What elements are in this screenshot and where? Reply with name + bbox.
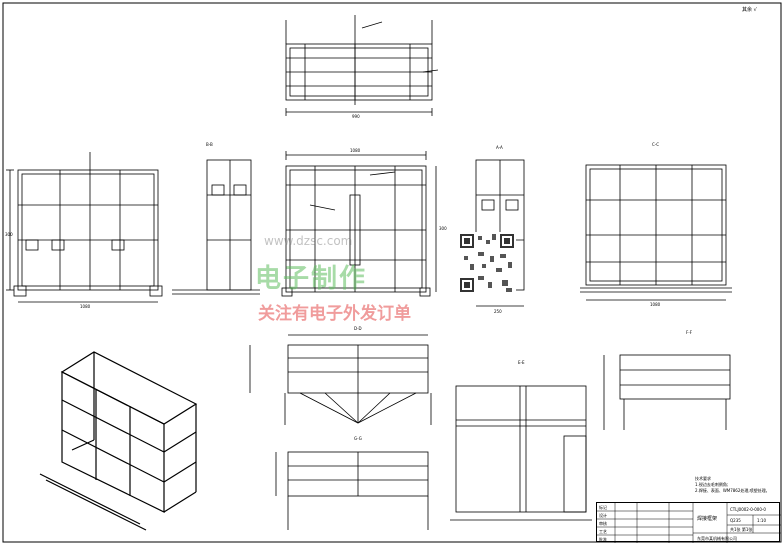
qr-code-icon: [458, 232, 516, 294]
center-width-dim: 1080: [350, 148, 361, 153]
cc-label: C-C: [652, 142, 659, 147]
isometric-view: [39, 351, 198, 531]
bb-label: B-B: [206, 142, 213, 147]
tb-part-name: 焊接框架: [697, 516, 718, 522]
notes-line-2: 2.焊接、表面、WM7862处理,喷塑处理。: [695, 488, 770, 493]
gg-view: G-G: [275, 436, 429, 530]
tb-row-2: 设计: [599, 513, 607, 518]
tb-scale: 1:10: [757, 518, 766, 523]
tb-company: 东莞市某机械有限公司: [697, 536, 737, 541]
dd-view: D-D: [249, 326, 432, 425]
side-width-dim: 250: [494, 309, 502, 314]
technical-notes: 技术要求 1.锐边去毛刺倒角; 2.焊接、表面、WM7862处理,喷塑处理。: [695, 476, 770, 494]
center-view: 1080 300: [281, 148, 447, 297]
aa-label: A-A: [496, 145, 503, 150]
tb-sheet: 共1张 第1张: [730, 527, 753, 532]
ff-view: F-F: [603, 330, 731, 430]
bb-view: B-B: [172, 142, 260, 295]
tb-row-1: 标记: [599, 505, 607, 510]
ee-view: E-E: [450, 360, 592, 521]
tb-drawing-number: CTLJ0002-0-000-0: [730, 507, 766, 512]
center-height-dim: 300: [439, 226, 447, 231]
ee-label: E-E: [518, 360, 525, 365]
cc-view: C-C 1080: [580, 142, 732, 307]
front-view: 1080 300: [5, 152, 163, 309]
tb-row-3: 审核: [599, 521, 607, 526]
ff-label: F-F: [686, 330, 693, 335]
tb-row-5: 批准: [599, 537, 607, 542]
watermark-url: www.dzsc.com: [264, 234, 353, 248]
watermark-main: 电子制作: [255, 264, 368, 294]
notes-title: 技术要求: [695, 476, 711, 481]
title-block-grid: [597, 503, 781, 543]
top-width-dim: 990: [352, 114, 360, 119]
front-height-dim: 300: [5, 232, 13, 237]
notes-line-1: 1.锐边去毛刺倒角;: [695, 482, 729, 487]
roughness-label: 其余: [742, 7, 753, 13]
dd-label: D-D: [354, 326, 362, 331]
front-width-dim: 1080: [80, 304, 91, 309]
title-block: 标记 设计 审核 工艺 批准 焊接框架 CTLJ0002-0-000-0 Q23…: [596, 502, 781, 543]
top-view: 990: [285, 15, 439, 119]
watermark-sub: 关注有电子外发订单: [258, 304, 411, 324]
tb-row-4: 工艺: [599, 529, 607, 534]
gg-label: G-G: [354, 436, 362, 441]
right-width-dim: 1080: [650, 302, 661, 307]
tb-material: Q235: [730, 518, 741, 523]
roughness-symbol: 其余 √: [742, 7, 757, 13]
